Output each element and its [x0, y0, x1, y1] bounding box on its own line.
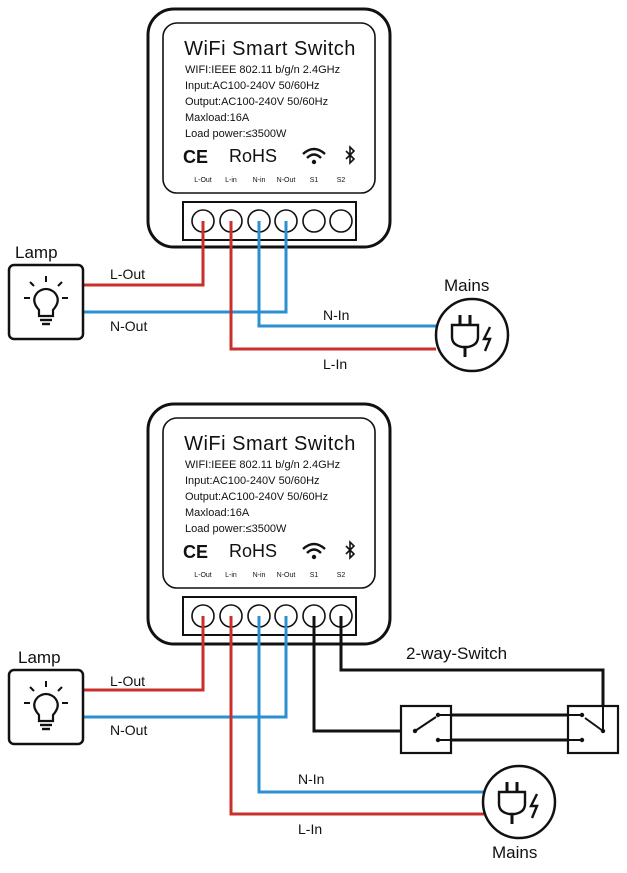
lamp-icon [7, 263, 85, 341]
diagram-2: WiFi Smart Switch WIFI:IEEE 802.11 b/g/n… [7, 402, 620, 862]
wire-s2 [339, 616, 605, 706]
lamp-label: Lamp [15, 243, 58, 262]
two-way-switch-label: 2-way-Switch [406, 644, 507, 663]
terminal-block [182, 201, 357, 241]
terminal-label-l-in: L-in [225, 177, 237, 184]
terminal-label-n-in: N-in [253, 177, 266, 184]
label-l-in: L-In [323, 356, 347, 372]
spec-maxload: Maxload:16A [185, 112, 250, 124]
wire-n-out [83, 221, 288, 314]
diagram-1: WiFi Smart Switch WIFI:IEEE 802.11 b/g/n… [7, 7, 510, 373]
mains-label: Mains [444, 276, 489, 295]
spec-load-power: Load power:≤3500W [185, 128, 287, 140]
terminal-label-n-in-2: N-in [253, 572, 266, 579]
spec-load-power-2: Load power:≤3500W [185, 523, 287, 535]
rohs-mark: RoHS [229, 146, 277, 166]
label-l-out: L-Out [110, 266, 145, 282]
terminal-label-l-in-2: L-in [225, 572, 237, 579]
bluetooth-icon [345, 540, 356, 560]
wifi-icon [302, 147, 326, 165]
terminal-block-2 [182, 596, 357, 636]
wire-l-in [229, 221, 436, 351]
terminal-label-l-out: L-Out [194, 177, 212, 184]
mains-plug-icon [434, 297, 510, 373]
mains-plug-icon-2 [481, 764, 557, 840]
wire-l-out-2 [83, 616, 205, 692]
spec-input: Input:AC100-240V 50/60Hz [185, 80, 320, 92]
label-l-out-2: L-Out [110, 673, 145, 689]
mains-label-2: Mains [492, 843, 537, 862]
spec-maxload-2: Maxload:16A [185, 507, 250, 519]
smart-switch-device-2: WiFi Smart Switch WIFI:IEEE 802.11 b/g/n… [146, 402, 392, 646]
smart-switch-device: WiFi Smart Switch WIFI:IEEE 802.11 b/g/n… [146, 7, 392, 249]
two-way-switch-2 [566, 704, 620, 755]
spec-output-2: Output:AC100-240V 50/60Hz [185, 491, 328, 503]
wire-l-out [83, 221, 205, 287]
lamp-icon-2 [7, 668, 85, 746]
wire-n-in [257, 221, 436, 328]
lamp-label-2: Lamp [18, 648, 61, 667]
terminal-label-s2: S2 [337, 177, 346, 184]
spec-output: Output:AC100-240V 50/60Hz [185, 96, 328, 108]
two-way-switch-1 [399, 704, 453, 755]
wifi-icon [302, 542, 326, 560]
device-title-2: WiFi Smart Switch [184, 433, 356, 455]
terminal-label-s1: S1 [310, 177, 319, 184]
spec-wifi-2: WIFI:IEEE 802.11 b/g/n 2.4GHz [185, 459, 340, 471]
rohs-mark-2: RoHS [229, 541, 277, 561]
ce-mark: CE [183, 147, 208, 167]
label-l-in-2: L-In [298, 821, 322, 837]
wire-n-in-2 [257, 616, 484, 794]
terminal-label-n-out-2: N-Out [277, 572, 296, 579]
label-n-in-2: N-In [298, 771, 324, 787]
label-n-out: N-Out [110, 318, 147, 334]
terminal-label-s2-2: S2 [337, 572, 346, 579]
label-n-out-2: N-Out [110, 722, 147, 738]
terminal-label-n-out: N-Out [277, 177, 296, 184]
wire-n-out-2 [83, 616, 288, 719]
label-n-in: N-In [323, 307, 349, 323]
wire-s1 [312, 616, 401, 733]
bluetooth-icon [345, 145, 356, 165]
spec-wifi: WIFI:IEEE 802.11 b/g/n 2.4GHz [185, 64, 340, 76]
terminal-label-l-out-2: L-Out [194, 572, 212, 579]
spec-input-2: Input:AC100-240V 50/60Hz [185, 475, 320, 487]
ce-mark-2: CE [183, 542, 208, 562]
terminal-label-s1-2: S1 [310, 572, 319, 579]
device-title: WiFi Smart Switch [184, 38, 356, 60]
wire-l-in-2 [229, 616, 484, 816]
